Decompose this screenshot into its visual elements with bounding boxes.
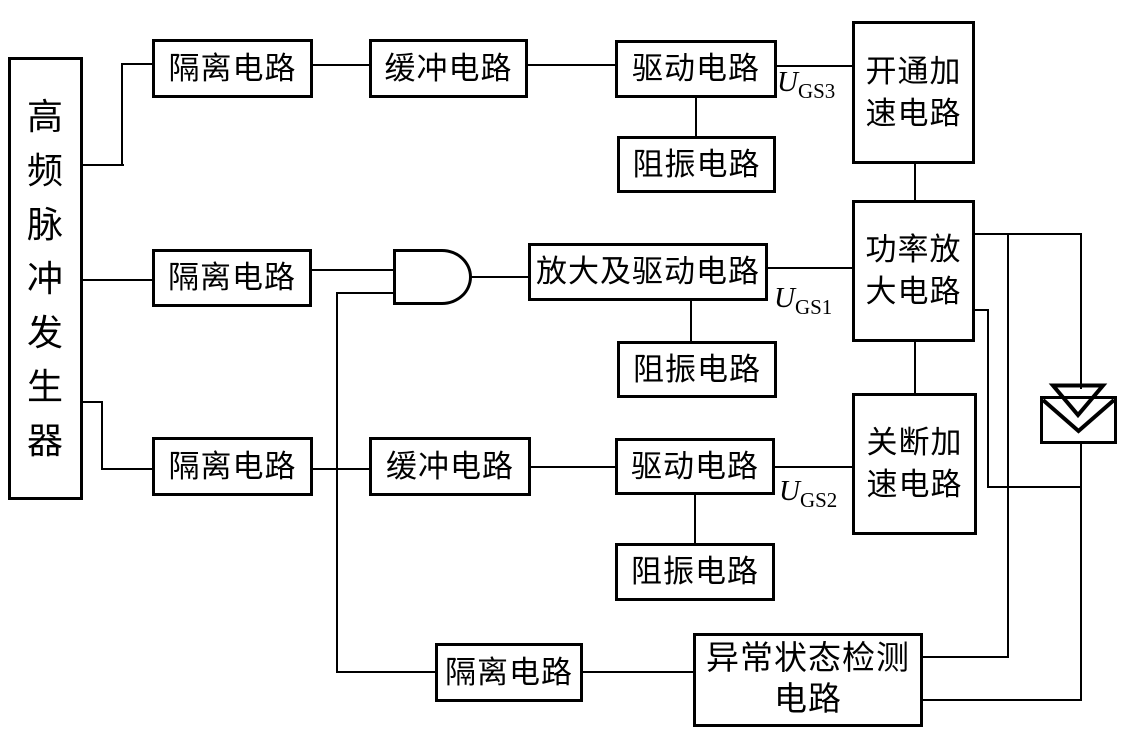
block-driver-1: 驱动电路 <box>615 40 777 98</box>
block-driver-3: 驱动电路 <box>615 438 775 495</box>
wire <box>311 468 371 470</box>
block-turn-off-acceleration: 关断加速电路 <box>852 393 977 535</box>
block-damping-2: 阻振电路 <box>617 341 777 398</box>
block-label: 异常状态检测电路 <box>706 640 910 718</box>
block-label: 驱动电路 <box>632 51 760 87</box>
block-isolation-4: 隔离电路 <box>435 643 583 702</box>
wire <box>121 64 123 166</box>
block-label: 隔离电路 <box>168 260 296 296</box>
wire <box>121 63 154 65</box>
wire <box>1007 233 1009 658</box>
block-label: 阻振电路 <box>632 146 761 182</box>
block-label: 放大及驱动电路 <box>536 254 760 290</box>
wire <box>311 64 371 66</box>
wire <box>914 162 916 202</box>
block-label: 功率放大电路 <box>865 232 962 309</box>
block-abnormal-state-detection: 异常状态检测电路 <box>693 633 923 727</box>
wire <box>973 233 1082 235</box>
block-hf-pulse-generator: 高频脉冲发生器 <box>8 57 83 500</box>
block-label: 高频脉冲发生器 <box>26 96 64 461</box>
signal-label-ugs3: UGS3 <box>777 68 835 102</box>
wire <box>581 671 695 673</box>
signal-subscript: GS2 <box>799 488 838 512</box>
transducer-icon <box>1040 383 1117 444</box>
block-buffer-1: 缓冲电路 <box>369 39 528 98</box>
wire <box>1080 233 1082 389</box>
wire <box>775 65 854 67</box>
block-label: 隔离电路 <box>445 654 573 690</box>
wire <box>694 493 696 545</box>
wire <box>690 299 692 343</box>
wire <box>101 468 154 470</box>
wire <box>773 466 854 468</box>
wire <box>101 401 103 470</box>
block-label: 隔离电路 <box>168 50 297 86</box>
wire <box>921 699 1081 701</box>
wire <box>914 340 916 395</box>
signal-subscript: GS1 <box>794 295 833 319</box>
wire <box>526 64 617 66</box>
signal-label-ugs1: UGS1 <box>774 284 832 318</box>
block-power-amplifier: 功率放大电路 <box>852 200 975 342</box>
wire <box>83 401 103 403</box>
block-label: 阻振电路 <box>631 554 759 590</box>
block-damping-1: 阻振电路 <box>617 136 776 193</box>
block-label: 驱动电路 <box>631 448 759 484</box>
block-turn-on-acceleration: 开通加速电路 <box>852 21 975 164</box>
block-label: 开通加速电路 <box>865 53 962 131</box>
wire <box>470 276 530 278</box>
block-label: 缓冲电路 <box>386 448 514 484</box>
block-isolation-2: 隔离电路 <box>152 249 312 307</box>
block-label: 关断加速电路 <box>866 425 963 502</box>
block-isolation-3: 隔离电路 <box>152 437 313 496</box>
wire <box>921 656 1009 658</box>
wire <box>766 267 854 269</box>
wire <box>529 466 617 468</box>
block-buffer-3: 缓冲电路 <box>369 437 531 496</box>
wire <box>83 164 124 166</box>
signal-symbol: U <box>779 475 800 507</box>
block-amplify-and-drive: 放大及驱动电路 <box>528 243 768 301</box>
wire <box>695 96 697 138</box>
signal-subscript: GS3 <box>797 79 836 103</box>
wire <box>336 292 338 673</box>
wire <box>987 309 989 488</box>
wire <box>973 309 989 311</box>
wire <box>337 671 435 673</box>
signal-label-ugs2: UGS2 <box>779 477 837 511</box>
wire <box>1080 441 1082 701</box>
block-damping-3: 阻振电路 <box>615 543 775 601</box>
block-isolation-1: 隔离电路 <box>152 39 313 98</box>
signal-symbol: U <box>777 66 798 98</box>
block-label: 缓冲电路 <box>384 50 513 86</box>
signal-symbol: U <box>774 282 795 314</box>
wire <box>310 269 396 271</box>
wire <box>987 486 1082 488</box>
block-label: 阻振电路 <box>633 351 761 387</box>
wire <box>337 292 396 294</box>
wire <box>83 279 154 281</box>
and-gate-icon <box>393 249 472 305</box>
block-label: 隔离电路 <box>168 448 297 484</box>
